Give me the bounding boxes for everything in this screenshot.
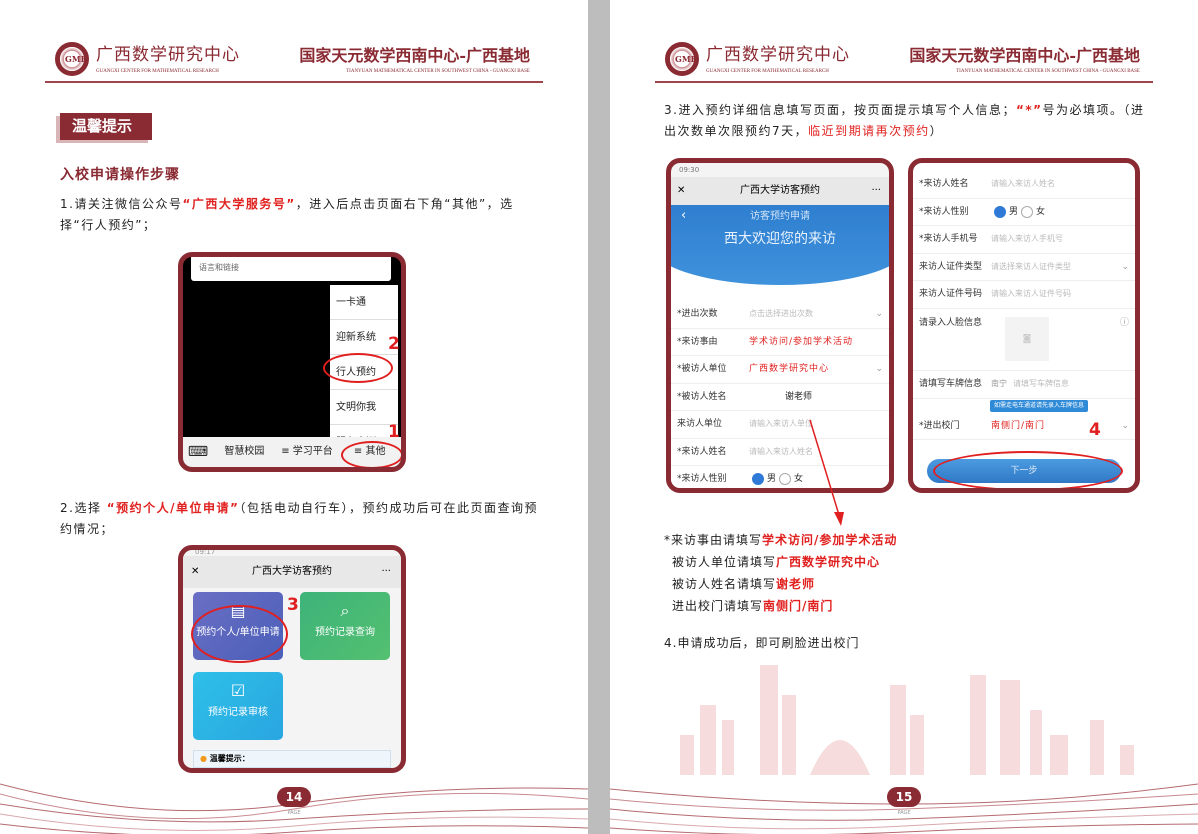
close-icon[interactable]: ✕ (191, 566, 200, 577)
page-15: GMR 广西数学研究中心 GUANGXI CENTER FOR MATHEMAT… (610, 0, 1198, 834)
highlight-ring (933, 451, 1123, 488)
info-icon: ⓘ (1119, 317, 1129, 328)
org-subtitle: GUANGXI CENTER FOR MATHEMATICAL RESEARCH (706, 69, 829, 74)
wave-decoration (610, 783, 1198, 834)
skyline-decoration (680, 665, 1134, 775)
center-title: 国家天元数学西南中心-广西基地 (299, 46, 530, 65)
field-visitor-unit[interactable]: 来访人单位请输入来访人单位 (671, 411, 889, 439)
page-label: PAGE (287, 810, 301, 816)
radio-female[interactable] (779, 473, 792, 486)
tile-query[interactable]: ⌕预约记录查询 (300, 592, 390, 660)
plate-tooltip: 如需走电车通道请先录入车牌信息 (990, 399, 1089, 412)
highlight-ring (341, 441, 401, 467)
chevron-down-icon: ⌄ (875, 364, 883, 375)
app-titlebar: ✕ 广西大学访客预约 ··· (671, 177, 889, 205)
status-time: 09:30 (679, 166, 700, 174)
header-divider (45, 81, 543, 83)
section-title: 入校申请操作步骤 (60, 167, 180, 183)
app-titlebar: ✕ 广西大学访客预约 ··· (183, 556, 401, 588)
menu-learning[interactable]: ≡ 学习平台 (281, 446, 333, 457)
tips-badge: 温馨提示 (60, 113, 152, 140)
center-subtitle: TIANYUAN MATHEMATICAL CENTER IN SOUTHWES… (956, 69, 1140, 74)
field-visitor-gender[interactable]: *来访人性别男女 (671, 466, 889, 488)
highlight-ring (191, 605, 288, 663)
chevron-down-icon: ⌄ (1121, 420, 1129, 431)
info-icon: ● (200, 754, 207, 763)
tile-review[interactable]: ☑预约记录审核 (193, 672, 283, 740)
page-label: PAGE (897, 810, 911, 816)
step-4-text: 4.申请成功后，即可刷脸进出校门 (664, 636, 860, 650)
close-icon[interactable]: ✕ (677, 185, 686, 196)
banner: ‹ 访客预约申请 西大欢迎您的来访 (671, 205, 889, 301)
screenshot-wechat-menu: 语言和链接 一卡通 迎新系统 行人预约 文明你我 服务内测 ⌨ 智慧校园 ≡ 学… (178, 252, 406, 472)
field-host-unit[interactable]: *被访人单位广西数学研究中心⌄ (671, 356, 889, 384)
note-line: 进出校门请填写南侧门/南门 (672, 599, 834, 613)
page-number: 15 (887, 787, 921, 807)
highlight-ring (323, 353, 393, 383)
header-divider (655, 81, 1153, 83)
field-id-number[interactable]: 来访人证件号码请输入来访人证件号码 (913, 281, 1135, 309)
menu-item[interactable]: 文明你我 (330, 390, 398, 425)
step-2-text: 2.选择 “预约个人/单位申请”（包括电动自行车），预约成功后可在此页面查询预约… (60, 501, 538, 536)
org-title: 广西数学研究中心 (96, 45, 240, 65)
center-title: 国家天元数学西南中心-广西基地 (909, 46, 1140, 65)
tip-box: ● 温馨提示： (193, 750, 391, 768)
note-line: 被访人姓名请填写谢老师 (672, 577, 816, 591)
field-visitor-gender[interactable]: *来访人性别男女 (913, 198, 1135, 226)
field-visitor-name[interactable]: *来访人姓名请输入来访人姓名 (671, 438, 889, 466)
menu-item[interactable]: 一卡通 (330, 285, 398, 320)
app-title: 广西大学访客预约 (252, 566, 332, 577)
camera-icon[interactable]: ◙ (1005, 316, 1049, 361)
radio-male[interactable] (994, 205, 1006, 218)
org-title: 广西数学研究中心 (706, 45, 850, 65)
chevron-down-icon: ⌄ (1121, 261, 1129, 272)
status-time: 09:17 (195, 548, 216, 556)
field-reason[interactable]: *来访事由学术访问/参加学术活动 (671, 328, 889, 356)
org-subtitle: GUANGXI CENTER FOR MATHEMATICAL RESEARCH (96, 69, 219, 74)
radio-female[interactable] (1021, 205, 1034, 218)
note-line: 被访人单位请填写广西数学研究中心 (672, 555, 881, 569)
page-number: 14 (277, 787, 311, 807)
clipboard-check-icon: ☑ (230, 681, 246, 700)
field-visitor-phone[interactable]: *来访人手机号请输入来访人手机号 (913, 226, 1135, 254)
pointer-arrow (809, 419, 844, 526)
step-mark: 2 (388, 334, 400, 354)
message-card: 语言和链接 (191, 257, 391, 281)
keyboard-icon[interactable]: ⌨ (187, 444, 209, 460)
chevron-down-icon: ⌄ (875, 309, 883, 320)
step-mark: 3 (287, 595, 299, 615)
field-entry-times[interactable]: *进出次数点击选择进出次数⌄ (671, 301, 889, 329)
field-host-name[interactable]: *被访人姓名谢老师 (671, 383, 889, 411)
more-icon[interactable]: ··· (871, 185, 881, 196)
field-plate[interactable]: 请填写车牌信息南宁请填写车牌信息 (913, 370, 1135, 399)
logo-emblem: GMR (55, 42, 89, 76)
more-icon[interactable]: ··· (381, 566, 391, 577)
screenshot-form-1: 09:30 ✕ 广西大学访客预约 ··· ‹ 访客预约申请 西大欢迎您的来访 *… (666, 158, 894, 493)
screenshot-visitor-home: 09:17 ✕ 广西大学访客预约 ··· ▤预约个人/单位申请 ⌕预约记录查询 … (178, 545, 406, 773)
field-face[interactable]: 请录入人脸信息◙ⓘ (913, 308, 1135, 371)
radio-male[interactable] (752, 473, 764, 486)
step-1-text: 1.请关注微信公众号“广西大学服务号”，进入后点击页面右下角“其他”，选择“行人… (60, 197, 514, 232)
step-mark: 4 (1089, 420, 1101, 440)
center-subtitle: TIANYUAN MATHEMATICAL CENTER IN SOUTHWES… (346, 69, 530, 74)
step-3-text: 3.进入预约详细信息填写页面，按页面提示填写个人信息；“*”号为必填项。（进出次… (664, 103, 1145, 138)
menu-smart-campus[interactable]: 智慧校园 (224, 446, 265, 457)
field-gate[interactable]: *进出校门南侧门/南门⌄ (913, 412, 1135, 440)
field-id-type[interactable]: 来访人证件类型请选择来访人证件类型⌄ (913, 253, 1135, 281)
step-mark: 1 (388, 422, 400, 442)
logo-emblem: GMR (665, 42, 699, 76)
tooltip-slot: 如需走电车通道请先录入车牌信息 (913, 399, 1135, 413)
field-visitor-name[interactable]: *来访人姓名请输入来访人姓名 (913, 171, 1135, 199)
screenshot-form-2: *来访人姓名请输入来访人姓名 *来访人性别男女 *来访人手机号请输入来访人手机号… (908, 158, 1140, 493)
note-line: *来访事由请填写学术访问/参加学术活动 (664, 533, 898, 547)
page-14: GMR 广西数学研究中心 GUANGXI CENTER FOR MATHEMAT… (0, 0, 588, 834)
back-icon[interactable]: ‹ (681, 208, 687, 223)
search-doc-icon: ⌕ (340, 601, 350, 620)
